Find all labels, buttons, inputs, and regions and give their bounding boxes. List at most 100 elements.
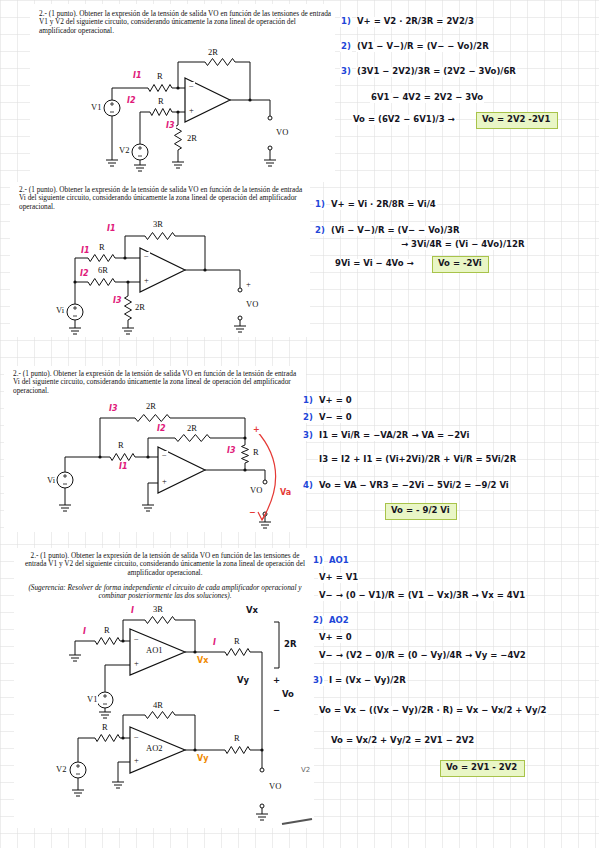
equation-text: Vo = (6V2 − 6V1)/3 →: [352, 115, 456, 125]
step-number: 1): [314, 200, 326, 210]
resistor-symbol: [145, 617, 175, 624]
component-label: R: [252, 448, 260, 458]
pen-stroke: [282, 819, 312, 824]
terminal: [238, 316, 242, 320]
opamp-symbol: [185, 78, 230, 122]
component-label: 2R: [145, 402, 157, 412]
equation-text: → 3Vi/4R = (Vi − 4Vo)/12R: [400, 240, 525, 250]
ground-symbol: [99, 712, 111, 718]
equation-text: (3V1 − 2V2)/3R = (2V2 − 3Vo)/6R: [356, 67, 517, 77]
equation-text: −: [272, 706, 281, 716]
wire: [235, 62, 250, 100]
wire: [140, 160, 141, 165]
resistor-symbol: [145, 233, 175, 240]
equation-text: V+ = V1: [318, 573, 359, 583]
voltage-source-symbol: [57, 472, 73, 488]
wire: [75, 258, 88, 304]
wire: [265, 516, 266, 522]
component-label: R: [156, 72, 164, 82]
wire: [175, 620, 195, 652]
component-label: −: [188, 82, 195, 92]
component-label: −: [143, 252, 150, 262]
equation-text: Vo = VA − VR3 = −2Vi − 5Vi/2 = −9/2 Vi: [318, 481, 510, 491]
pencil-mark: V2: [300, 766, 311, 774]
equation-text: (Vi − V−)/R = (V− − Vo)/3R: [330, 226, 461, 236]
ground-symbol: [256, 814, 268, 820]
component-label: 2R: [186, 134, 198, 144]
resistor-symbol: [110, 454, 135, 461]
component-label: 2R: [134, 303, 146, 313]
component-label: 4R: [152, 701, 164, 711]
junction-dot: [193, 748, 196, 751]
arrow-head: [258, 512, 266, 520]
component-label: +: [245, 280, 252, 290]
voltage-source-symbol: [132, 144, 148, 160]
step-number: AO1: [328, 556, 350, 566]
wire: [100, 418, 135, 457]
terminal: [260, 768, 264, 772]
polarity-mark: [76, 764, 80, 774]
wire: [205, 470, 265, 480]
ground-symbol: [59, 505, 71, 511]
wire: [125, 236, 145, 258]
ground-symbol: [134, 165, 146, 171]
wire: [240, 320, 241, 326]
component-label: R: [98, 243, 106, 253]
problem-panel: [30, 4, 335, 182]
current-label: I3: [112, 296, 123, 305]
equation-text: 2R: [283, 640, 297, 650]
resistor-symbol: [148, 85, 172, 92]
component-label: 2R: [186, 424, 198, 434]
wire: [105, 708, 106, 712]
component-label: +: [133, 756, 140, 766]
step-number: 2): [302, 413, 314, 423]
voltage-arrow: [256, 430, 276, 520]
component-label: VO: [245, 300, 259, 310]
current-label: I: [82, 627, 87, 636]
component-label: V1: [90, 103, 102, 113]
resistor-symbol: [225, 747, 250, 754]
component-label: R: [117, 441, 125, 451]
current-label: I1: [118, 462, 129, 471]
voltage-source-symbol: [104, 100, 120, 116]
component-label: 3R: [152, 605, 164, 615]
wire: [148, 483, 158, 505]
wire: [185, 270, 240, 288]
junction-dot: [243, 468, 246, 471]
ground-symbol: [106, 160, 118, 166]
component-label: −: [133, 635, 140, 645]
wire: [140, 112, 150, 144]
voltage-source-symbol: [70, 762, 86, 778]
ground-symbol: [259, 522, 271, 528]
ground-symbol: [172, 162, 184, 168]
resistor-symbol: [175, 435, 210, 442]
problem-statement: 2.- (1 punto). Obtener la expresión de l…: [12, 370, 299, 395]
answer-box: Vo = 2V1 - 2V2: [440, 760, 525, 777]
wire: [75, 641, 95, 655]
wire: [115, 258, 140, 259]
answer-box: Vo = 2V2 -2V1: [476, 112, 558, 129]
equation-text: Vx: [245, 606, 259, 616]
ground-symbol: [264, 160, 276, 166]
resistor-symbol: [135, 415, 170, 422]
component-label: +: [188, 106, 195, 116]
step-number: 2): [314, 226, 326, 236]
component-label: 2R: [207, 48, 219, 58]
ground-symbol: [142, 505, 154, 511]
problem-panel: [14, 548, 314, 828]
current-label: I2: [156, 424, 167, 433]
answer-text: Vo = - 9/2 Vi: [391, 506, 450, 516]
voltage-source-symbol: [97, 692, 113, 708]
wire: [128, 282, 129, 296]
ground-symbol: [122, 328, 134, 334]
wire: [230, 100, 270, 116]
resistor-symbol: [95, 638, 120, 645]
equation-text: V+ = 0: [318, 396, 353, 406]
voltage-annotation: −: [248, 508, 257, 517]
opamp-symbol: [130, 727, 185, 773]
wire: [250, 652, 262, 768]
wire: [65, 457, 110, 472]
resistor-symbol: [225, 649, 250, 656]
